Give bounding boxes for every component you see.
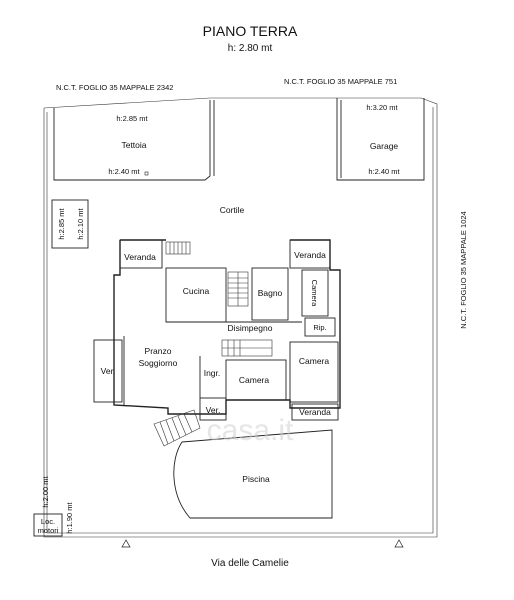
camera-vertical-room — [301, 269, 329, 317]
camera-vertical-label: Camera — [310, 280, 319, 308]
side-annex-height-1: h:2.85 mt — [57, 207, 66, 239]
plan-title: PIANO TERRA — [203, 23, 298, 39]
cadastral-top-right: N.C.T. FOGLIO 35 MAPPALE 751 — [284, 77, 397, 86]
tettoia-height-1: h:2.85 mt — [116, 114, 148, 123]
top-exterior-stairs — [165, 241, 191, 255]
gate-markers — [121, 539, 404, 548]
camera-mid-room — [225, 359, 287, 401]
tettoia-height-2: h:2.40 mt — [108, 167, 140, 176]
locale-motori-height-1: h:2.00 mt — [41, 475, 50, 507]
tettoia-label: Tettoia — [121, 140, 146, 150]
veranda-top-right — [289, 239, 331, 269]
curved-exterior-stairs — [153, 409, 201, 447]
locale-motori-label-2: motori — [38, 526, 59, 535]
veranda-bottom-right — [291, 403, 339, 421]
camera-right-room — [289, 341, 339, 403]
locale-motori-room — [33, 513, 63, 537]
street-label: Via delle Camelie — [211, 558, 289, 569]
plan-height: h: 2.80 mt — [228, 43, 273, 54]
bagno-room — [251, 267, 289, 321]
locale-motori-label-1: Loc. — [41, 517, 55, 526]
garage-height-1: h:3.20 mt — [366, 103, 398, 112]
veranda-top-left — [119, 239, 163, 269]
veranda-left — [93, 339, 123, 403]
veranda-top-right-label: Veranda — [294, 250, 326, 260]
piscina-label: Piscina — [242, 474, 270, 484]
bagno-label: Bagno — [258, 288, 283, 298]
cucina-label: Cucina — [183, 286, 210, 296]
camera-right-label: Camera — [299, 356, 330, 366]
disimpegno-label: Disimpegno — [228, 323, 273, 333]
side-annex-height-2: h:2.10 mt — [76, 207, 85, 239]
piscina-pool — [173, 429, 333, 519]
garage-label: Garage — [370, 141, 399, 151]
cortile-label: Cortile — [220, 205, 245, 215]
veranda-bottom-label: Ver. — [206, 405, 221, 415]
veranda-top-left-label: Veranda — [124, 252, 156, 262]
garage-height-2: h:2.40 mt — [368, 167, 400, 176]
watermark: casa.it — [207, 414, 294, 447]
locale-motori-height-2: h:1.90 mt — [65, 501, 74, 533]
lot-boundary — [43, 97, 438, 538]
rip-room — [304, 317, 336, 337]
soggiorno-label: Soggiorno — [139, 358, 178, 368]
camera-mid-label: Camera — [239, 375, 270, 385]
lower-internal-stairs — [221, 339, 273, 357]
tettoia-outline — [53, 100, 211, 181]
veranda-bottom-right-label: Veranda — [299, 407, 331, 417]
side-annex — [51, 199, 89, 249]
veranda-bottom — [199, 397, 227, 421]
lot-boundary-inner — [46, 107, 434, 534]
rip-label: Rip. — [313, 323, 326, 332]
tettoia-column — [144, 171, 149, 176]
veranda-left-label: Ver. — [101, 366, 116, 376]
pranzo-label: Pranzo — [145, 346, 172, 356]
internal-stairs — [227, 271, 249, 307]
ingresso-label: Ingr. — [204, 368, 221, 378]
lot-top-edge — [43, 97, 333, 109]
cadastral-right: N.C.T. FOGLIO 35 MAPPALE 1024 — [459, 211, 468, 328]
cadastral-top-left: N.C.T. FOGLIO 35 MAPPALE 2342 — [56, 83, 173, 92]
garage-outline — [336, 98, 425, 181]
